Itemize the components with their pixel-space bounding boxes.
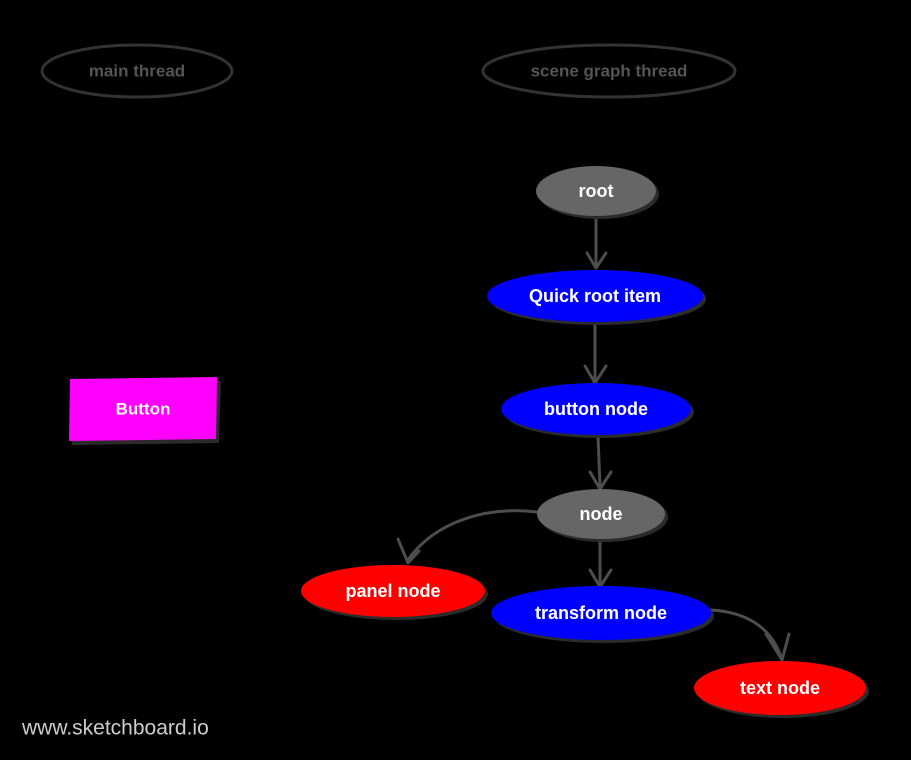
swimlane-scene-graph-thread[interactable]: scene graph thread xyxy=(481,43,737,99)
node-button-node-shape xyxy=(501,383,691,435)
arrowhead-icon xyxy=(588,470,613,491)
edge-root-to-quick-root-item xyxy=(585,215,608,270)
node-node-shape xyxy=(537,489,665,539)
node-text-node[interactable]: text node xyxy=(694,661,869,718)
node-node-label: node xyxy=(580,504,623,524)
node-quick-root-item-shape xyxy=(487,270,703,322)
watermark-label: www.sketchboard.io xyxy=(21,717,209,740)
arrowhead-icon xyxy=(585,251,608,270)
edge-line xyxy=(709,608,783,659)
swimlane-scene-graph-thread-label: scene graph thread xyxy=(531,61,688,80)
arrowhead-icon xyxy=(764,632,791,662)
node-panel-node-label: panel node xyxy=(345,581,440,601)
node-panel-node-shape xyxy=(301,565,485,617)
node-transform-node[interactable]: transform node xyxy=(491,586,714,643)
swimlane-main-thread-label: main thread xyxy=(89,61,185,80)
edge-node-to-panel-node xyxy=(396,509,539,565)
node-text-node-shape xyxy=(694,661,866,715)
node-root[interactable]: root xyxy=(536,166,659,219)
node-panel-node[interactable]: panel node xyxy=(301,565,488,620)
swimlane-scene-graph-thread-outline xyxy=(481,43,737,99)
swimlane-main-thread[interactable]: main thread xyxy=(40,43,234,99)
arrowhead-icon xyxy=(583,364,608,385)
edge-transform-node-to-text-node xyxy=(709,608,791,662)
node-transform-node-shape xyxy=(491,586,711,640)
node-root-shape xyxy=(536,166,656,216)
arrowhead-icon xyxy=(396,537,421,565)
node-quick-root-item[interactable]: Quick root item xyxy=(487,270,706,325)
edge-node-to-transform-node xyxy=(588,538,613,589)
node-button[interactable]: Button xyxy=(69,377,221,445)
node-node[interactable]: node xyxy=(537,489,668,542)
node-text-node-label: text node xyxy=(740,678,820,698)
edge-line xyxy=(405,509,539,563)
node-transform-node-label: transform node xyxy=(535,603,667,623)
node-button-node[interactable]: button node xyxy=(501,383,694,438)
edge-line xyxy=(596,434,602,489)
edge-button-node-to-node xyxy=(588,434,613,491)
edge-quick-root-item-to-button-node xyxy=(583,321,608,385)
node-root-label: root xyxy=(579,181,614,201)
node-button-shape xyxy=(69,377,217,441)
node-quick-root-item-label: Quick root item xyxy=(529,286,661,306)
node-button-node-label: button node xyxy=(544,399,648,419)
node-button-label: Button xyxy=(116,399,171,418)
swimlane-main-thread-outline xyxy=(40,43,234,99)
